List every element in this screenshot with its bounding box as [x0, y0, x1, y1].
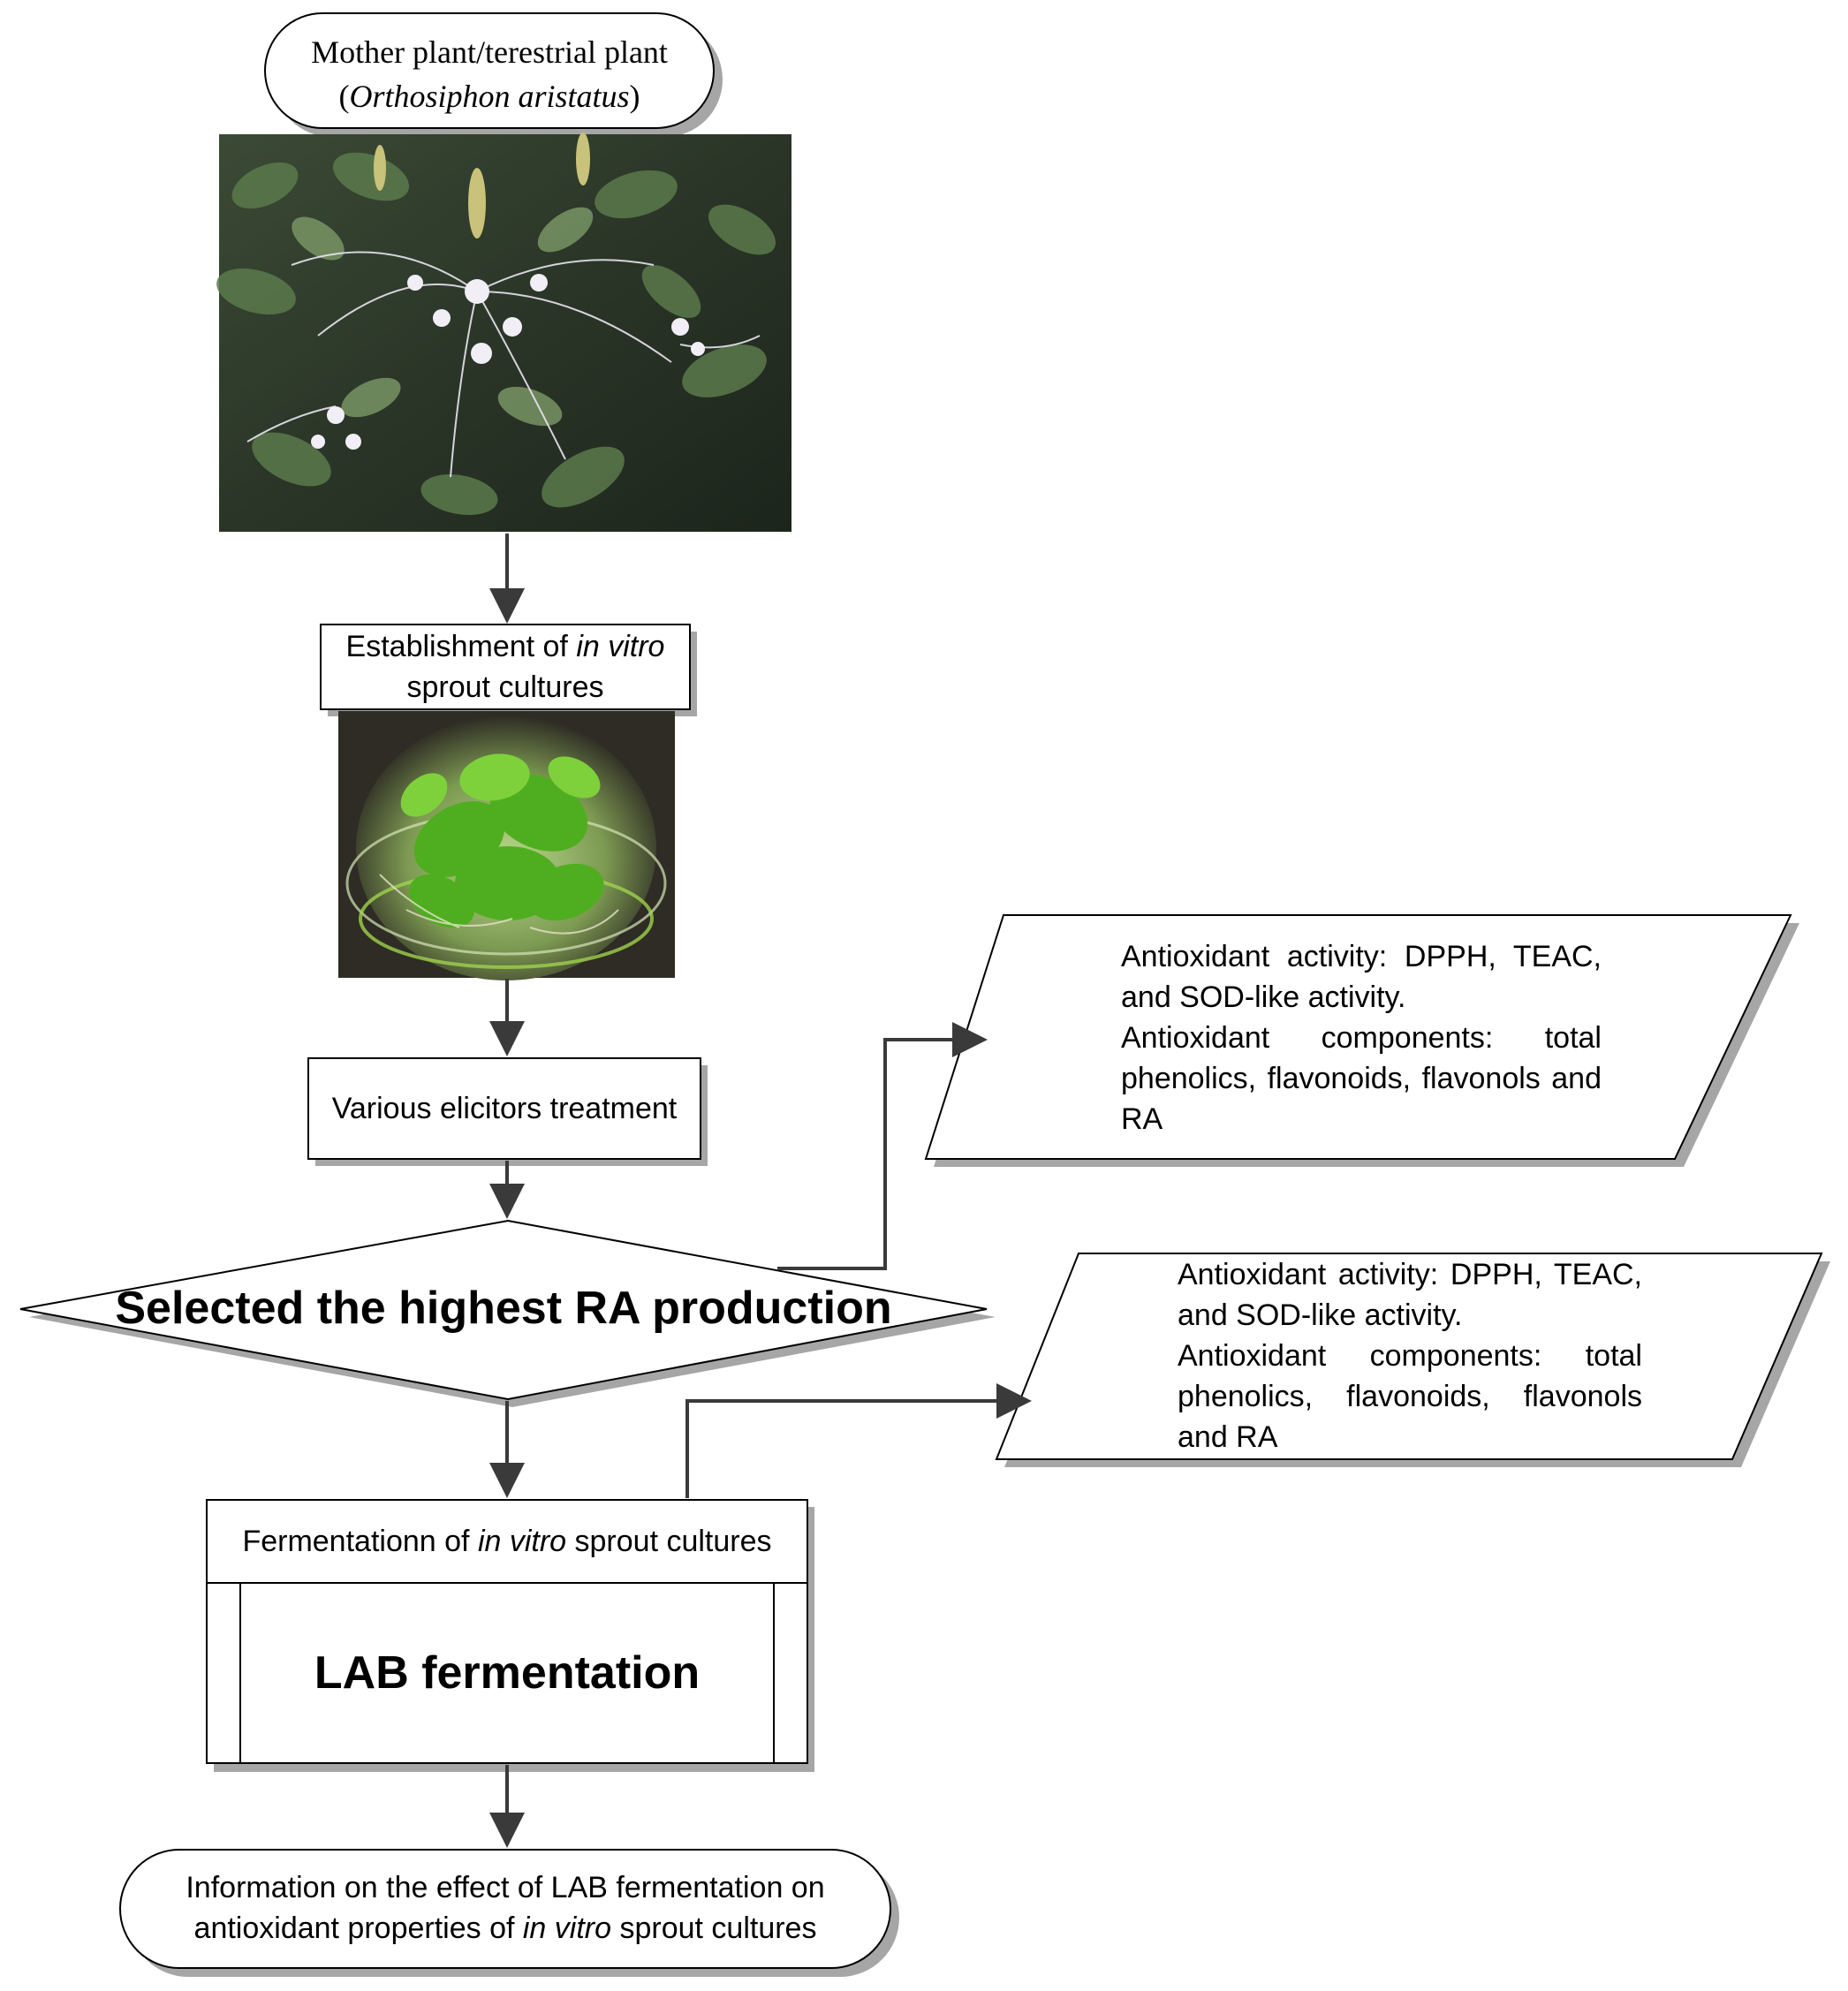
sprout-culture-photo: [338, 711, 675, 980]
lab-process-box: [206, 1582, 808, 1764]
establishment-box: [320, 624, 691, 710]
output-2-activity: Antioxidant activity: DPPH, TEAC, and SO…: [1178, 1258, 1642, 1332]
information-terminator: [119, 1849, 891, 1969]
decision-label: Selected the highest RA production: [115, 1283, 892, 1334]
information-label: Information on the effect of LAB ferment…: [186, 1871, 825, 1945]
arrow-fermentation-to-output-2: [685, 1383, 1032, 1498]
decision-diamond: [19, 1219, 988, 1401]
arrow-decision-to-output-1: [777, 1022, 988, 1270]
output-parallelogram-1: [924, 914, 1792, 1160]
mother-plant-label: Mother plant/terestrial plant (Orthosiph…: [311, 34, 668, 114]
output-2-components: Antioxidant components: total phenolics,…: [1178, 1339, 1642, 1454]
mother-plant-terminator: [264, 12, 715, 129]
fermentation-header-label: Fermentationn of in vitro sprout culture…: [242, 1525, 772, 1558]
lab-fermentation-label: LAB fermentation: [314, 1647, 701, 1699]
fermentation-header-box: [206, 1499, 808, 1584]
output-1-activity: Antioxidant activity: DPPH, TEAC, and SO…: [1121, 940, 1602, 1014]
output-1-text: Antioxidant activity: DPPH, TEAC, and SO…: [1121, 936, 1602, 1139]
elicitors-box: [307, 1057, 701, 1160]
output-2-text: Antioxidant activity: DPPH, TEAC, and SO…: [1178, 1254, 1642, 1457]
establishment-label: Establishment of in vitro sprout culture…: [345, 630, 665, 704]
elicitors-label: Various elicitors treatment: [331, 1092, 678, 1125]
output-1-components: Antioxidant components: total phenolics,…: [1121, 1021, 1602, 1136]
plant-photo: [216, 132, 791, 532]
